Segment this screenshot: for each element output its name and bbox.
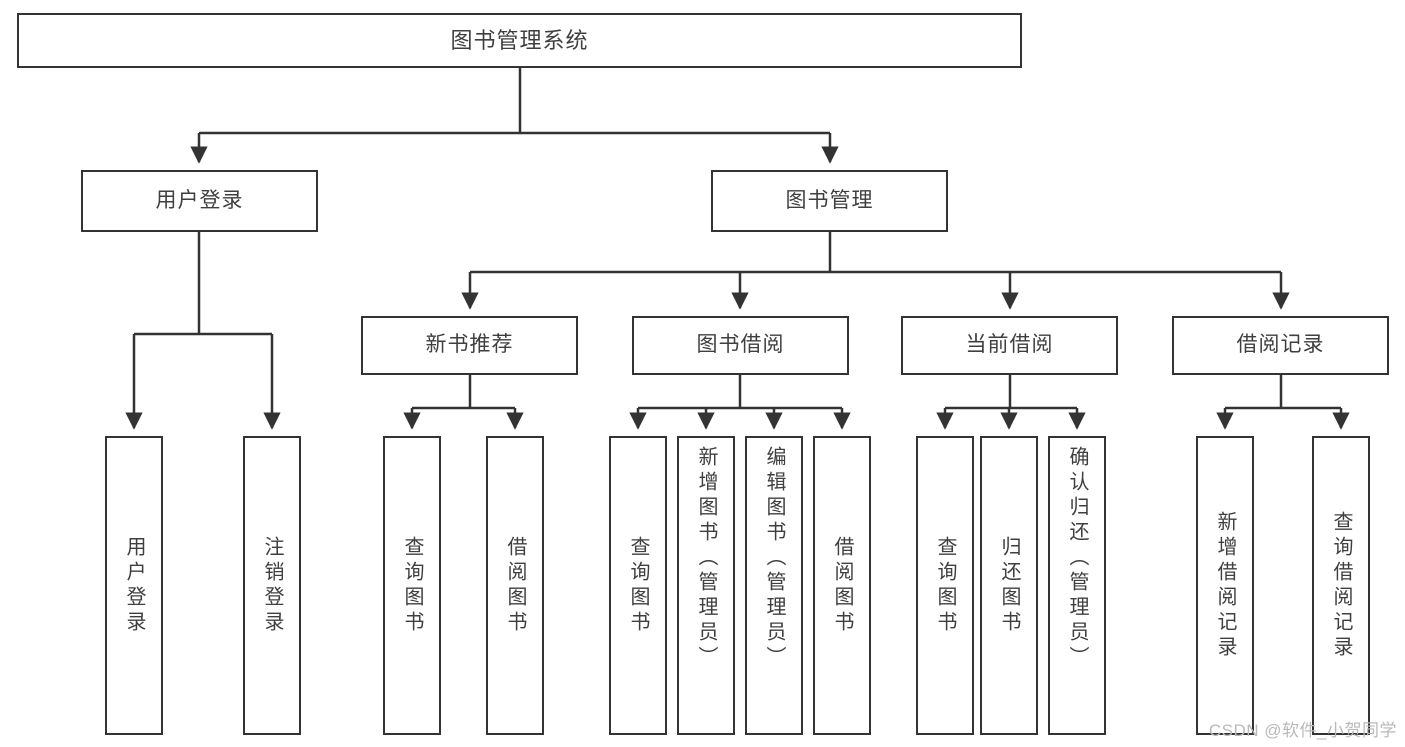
node-borrow-record-label: 借阅记录 xyxy=(1236,333,1325,357)
node-borrow-record[interactable]: 借阅记录 xyxy=(1172,316,1389,375)
leaf-user-login[interactable]: 用户登录 xyxy=(105,436,163,735)
leaf-query-book-1[interactable]: 查询图书 xyxy=(383,436,441,735)
node-user-login-label: 用户登录 xyxy=(155,188,244,212)
leaf-confirm-return[interactable]: 确认归还（管理员） xyxy=(1048,436,1106,735)
node-new-book-recommend-label: 新书推荐 xyxy=(425,333,514,357)
node-user-login[interactable]: 用户登录 xyxy=(81,170,318,232)
node-book-borrow[interactable]: 图书借阅 xyxy=(632,316,849,375)
node-current-borrow[interactable]: 当前借阅 xyxy=(901,316,1118,375)
node-book-management-label: 图书管理 xyxy=(785,188,874,212)
leaf-add-book[interactable]: 新增图书（管理员） xyxy=(677,436,735,735)
leaf-add-book-label: 新增图书（管理员） xyxy=(695,446,717,671)
leaf-query-book-2[interactable]: 查询图书 xyxy=(609,436,667,735)
leaf-return-book-label: 归还图书 xyxy=(998,535,1020,636)
leaf-borrow-book-2-label: 借阅图书 xyxy=(831,535,853,636)
leaf-logout-login[interactable]: 注销登录 xyxy=(243,436,301,735)
leaf-borrow-book-1[interactable]: 借阅图书 xyxy=(486,436,544,735)
leaf-query-book-2-label: 查询图书 xyxy=(627,535,649,636)
leaf-query-book-3[interactable]: 查询图书 xyxy=(916,436,974,735)
node-new-book-recommend[interactable]: 新书推荐 xyxy=(361,316,578,375)
leaf-logout-login-label: 注销登录 xyxy=(261,535,283,636)
leaf-query-record-label: 查询借阅记录 xyxy=(1330,510,1352,661)
node-current-borrow-label: 当前借阅 xyxy=(965,333,1054,357)
leaf-edit-book[interactable]: 编辑图书（管理员） xyxy=(745,436,803,735)
leaf-edit-book-label: 编辑图书（管理员） xyxy=(763,446,785,671)
leaf-confirm-return-label: 确认归还（管理员） xyxy=(1066,446,1088,671)
leaf-return-book[interactable]: 归还图书 xyxy=(980,436,1038,735)
leaf-borrow-book-2[interactable]: 借阅图书 xyxy=(813,436,871,735)
leaf-user-login-label: 用户登录 xyxy=(123,535,145,636)
leaf-add-record-label: 新增借阅记录 xyxy=(1214,510,1236,661)
leaf-query-book-1-label: 查询图书 xyxy=(401,535,423,636)
csdn-watermark: CSDN @软件_小贺同学 xyxy=(1208,721,1397,740)
node-book-management[interactable]: 图书管理 xyxy=(711,170,948,232)
node-root[interactable]: 图书管理系统 xyxy=(17,13,1022,68)
leaf-add-record[interactable]: 新增借阅记录 xyxy=(1196,436,1254,735)
leaf-query-book-3-label: 查询图书 xyxy=(934,535,956,636)
node-root-label: 图书管理系统 xyxy=(450,27,589,53)
leaf-borrow-book-1-label: 借阅图书 xyxy=(504,535,526,636)
node-book-borrow-label: 图书借阅 xyxy=(696,333,785,357)
leaf-query-record[interactable]: 查询借阅记录 xyxy=(1312,436,1370,735)
